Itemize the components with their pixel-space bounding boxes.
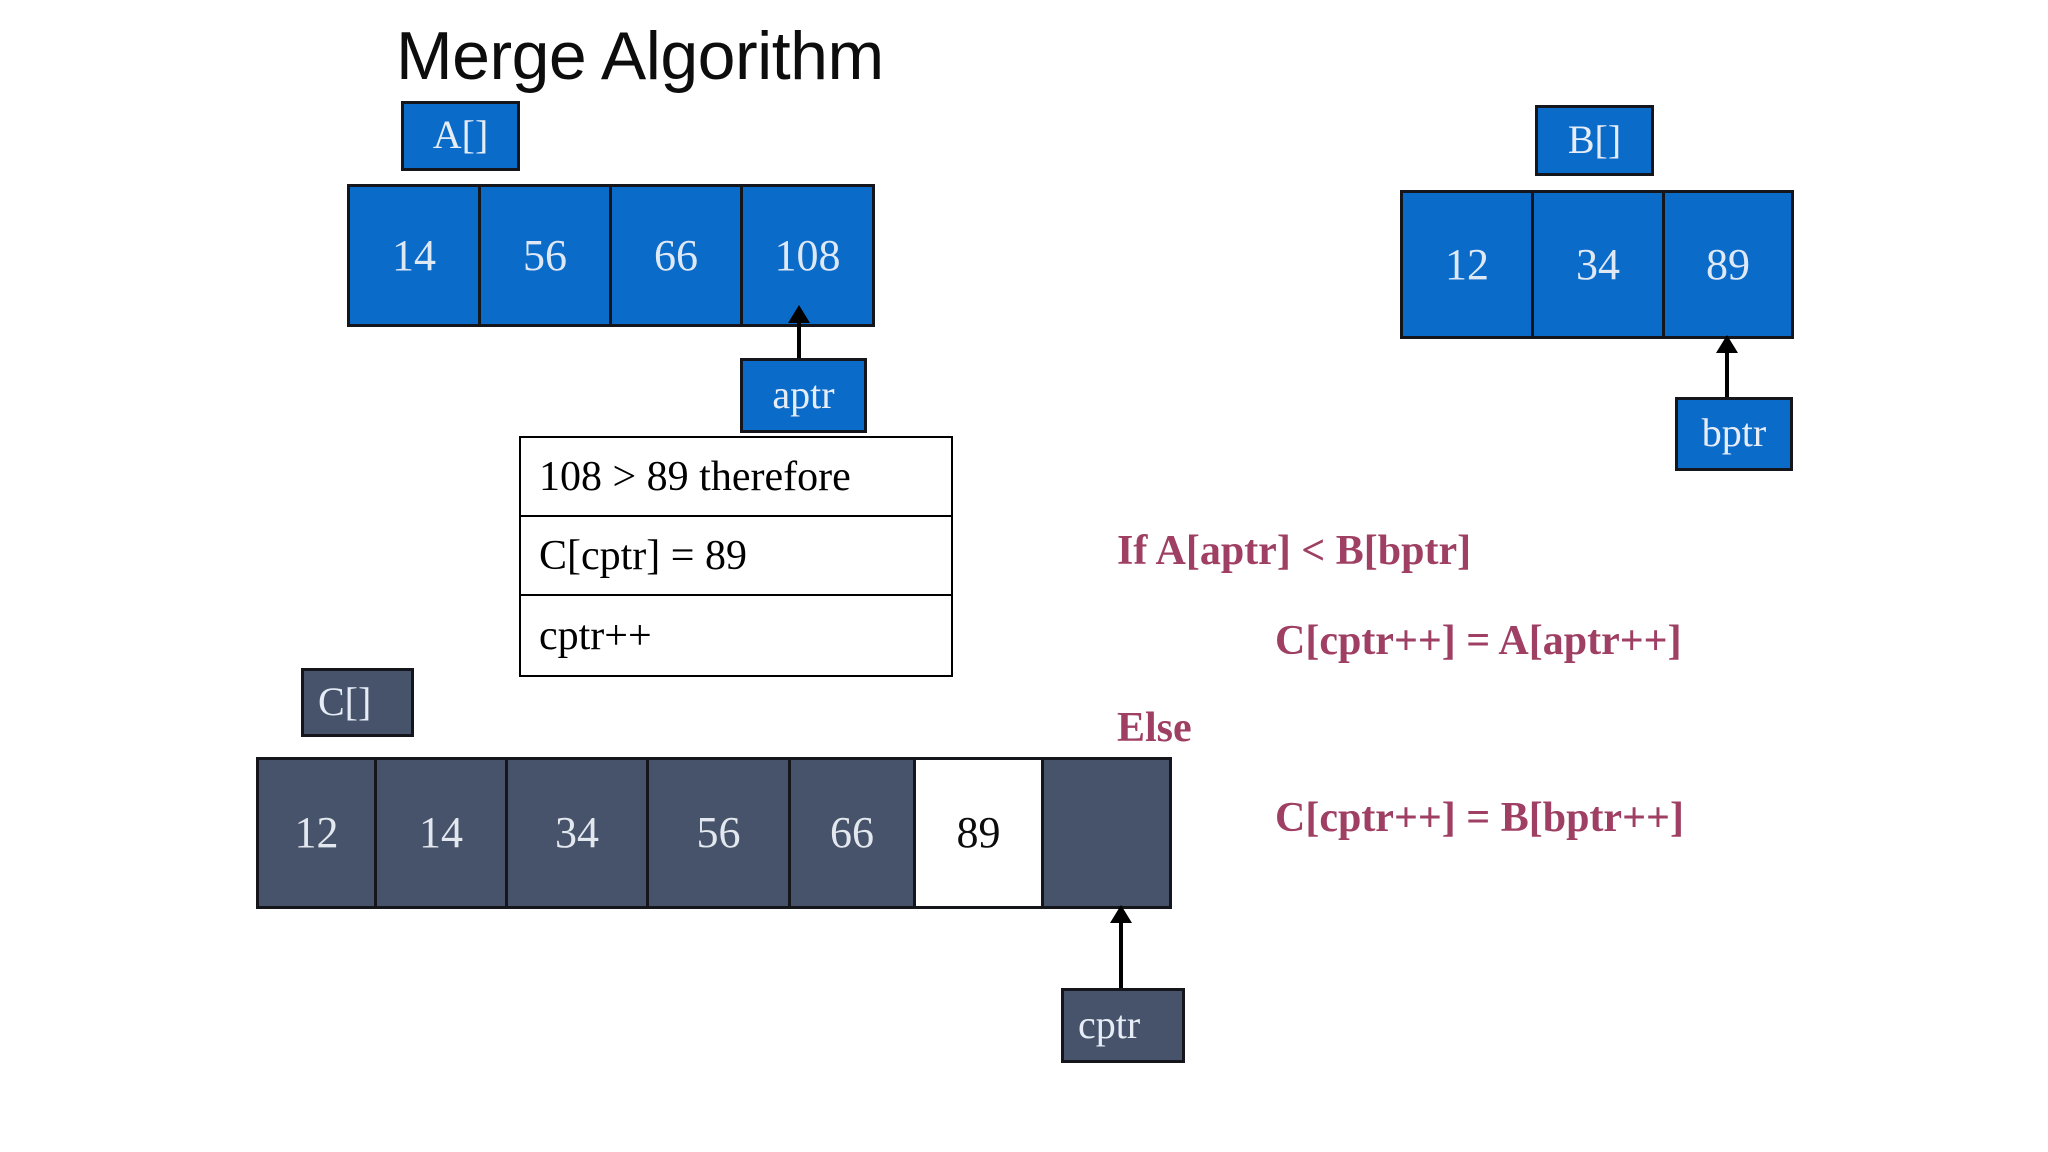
array-a-cell[interactable]: 66 — [612, 187, 743, 324]
aptr-label: aptr — [740, 358, 867, 433]
pseudocode-if-body: C[cptr++] = A[aptr++] — [1275, 618, 1682, 664]
array-c-cell[interactable]: 14 — [377, 760, 508, 906]
array-c-label: C[] — [301, 668, 414, 737]
array-c-cell[interactable]: 34 — [508, 760, 649, 906]
array-a-cell[interactable]: 14 — [350, 187, 481, 324]
array-a-cell[interactable]: 108 — [743, 187, 872, 324]
array-c-cell-empty[interactable] — [1044, 760, 1169, 906]
array-b-label: B[] — [1535, 105, 1654, 176]
arrow-stem — [1725, 343, 1729, 397]
comparison-table: 108 > 89 therefore C[cptr] = 89 cptr++ — [519, 436, 953, 677]
array-b: 12 34 89 — [1400, 190, 1794, 339]
bptr-label: bptr — [1675, 397, 1793, 471]
pseudocode-else-body: C[cptr++] = B[bptr++] — [1275, 795, 1684, 841]
aptr-label-text: aptr — [772, 371, 835, 417]
array-c-label-text: C[] — [318, 678, 372, 724]
comparison-row: cptr++ — [539, 612, 652, 659]
pseudocode-if: If A[aptr] < B[bptr] — [1117, 528, 1472, 574]
arrow-stem — [797, 313, 801, 359]
array-c-cell[interactable]: 56 — [649, 760, 791, 906]
array-b-cell[interactable]: 89 — [1665, 193, 1791, 336]
comparison-row: C[cptr] = 89 — [521, 517, 951, 596]
bptr-label-text: bptr — [1701, 410, 1767, 455]
array-b-cell[interactable]: 12 — [1403, 193, 1534, 336]
array-b-cell[interactable]: 34 — [1534, 193, 1665, 336]
page-title: Merge Algorithm — [396, 18, 884, 94]
pseudocode-else: Else — [1117, 705, 1192, 751]
cptr-label: cptr — [1061, 988, 1185, 1063]
array-a: 14 56 66 108 — [347, 184, 875, 327]
array-a-label-text: A[] — [432, 112, 489, 157]
array-c-cell[interactable]: 66 — [791, 760, 916, 906]
comparison-row: 108 > 89 therefore — [521, 438, 951, 517]
array-c: 12 14 34 56 66 89 — [256, 757, 1172, 909]
cptr-label-text: cptr — [1078, 1001, 1141, 1047]
arrow-stem — [1119, 913, 1123, 989]
array-c-cell-highlighted[interactable]: 89 — [916, 760, 1044, 906]
array-b-label-text: B[] — [1567, 116, 1622, 162]
array-c-cell[interactable]: 12 — [259, 760, 377, 906]
array-a-label: A[] — [401, 101, 520, 171]
array-a-cell[interactable]: 56 — [481, 187, 612, 324]
